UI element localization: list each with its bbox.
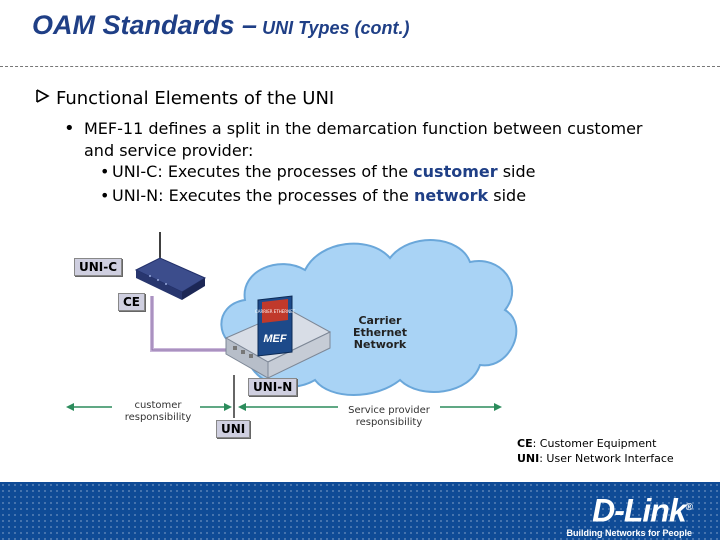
dlink-logo: D-Link® Building Networks for People (566, 492, 693, 539)
badge-text: CARRIER ETHERNET (255, 309, 296, 314)
uni-n-highlight: network (413, 186, 489, 205)
uni-n-text-pre: UNI-N: Executes the processes of the (112, 186, 414, 205)
uni-diagram: CARRIER ETHERNET MEF (66, 232, 518, 418)
title-main: OAM Standards – (32, 10, 258, 40)
legend-ce-def: : Customer Equipment (532, 437, 657, 450)
bullet-level-1-text: Functional Elements of the UNI (56, 88, 335, 109)
bullet-dot-icon: • (100, 186, 110, 205)
uni-c-label: UNI-C (74, 258, 123, 276)
uni-c-highlight: customer (413, 162, 498, 181)
customer-responsibility-arrow (66, 403, 232, 411)
registered-mark: ® (685, 502, 693, 513)
cloud-label-line-1: Carrier (358, 314, 402, 327)
customer-responsibility-line-2: responsibility (124, 412, 192, 423)
cloud-label: Carrier Ethernet Network (340, 315, 420, 351)
uni-label: UNI (216, 420, 251, 438)
customer-responsibility-line-1: customer (134, 400, 182, 411)
uni-c-text-pre: UNI-C: Executes the processes of the (112, 162, 414, 181)
cloud-label-line-2: Ethernet (352, 326, 408, 339)
mef-certified-badge-icon: CARRIER ETHERNET MEF (255, 295, 296, 357)
legend-uni-def: : User Network Interface (539, 452, 674, 465)
ce-router-icon (134, 257, 207, 300)
bullet-level-1: Functional Elements of the UNI (36, 88, 334, 109)
slide-title: OAM Standards – UNI Types (cont.) (32, 10, 409, 50)
logo-tagline: Building Networks for People (566, 527, 692, 538)
bullet-dot-icon: • (100, 162, 110, 181)
provider-responsibility-arrow (238, 403, 502, 411)
legend-ce-key: CE (517, 437, 533, 450)
cloud-label-line-3: Network (353, 338, 407, 351)
legend-uni: UNI: User Network Interface (517, 451, 674, 466)
bullet-level-2-text: MEF-11 defines a split in the demarcatio… (84, 119, 643, 160)
logo-name: D-Link (592, 492, 687, 529)
title-subtitle: UNI Types (cont.) (262, 18, 410, 38)
provider-responsibility-line-1: Service provider (348, 405, 430, 416)
ce-label: CE (118, 293, 146, 311)
provider-responsibility-line-2: responsibility (355, 417, 423, 428)
arrow-bullet-icon (36, 88, 56, 109)
title-divider (0, 66, 720, 67)
bullet-uni-c: •UNI-C: Executes the processes of the cu… (100, 162, 536, 181)
legend-uni-key: UNI (517, 452, 540, 465)
bullet-uni-n: •UNI-N: Executes the processes of the ne… (100, 186, 526, 205)
bullet-dot-icon: • (64, 118, 75, 139)
footer-bar (0, 482, 720, 540)
legend-ce: CE: Customer Equipment (517, 436, 674, 451)
bullet-level-2: • MEF-11 defines a split in the demarcat… (64, 118, 666, 162)
provider-responsibility-label: Service provider responsibility (334, 405, 444, 429)
uni-n-label: UNI-N (248, 378, 298, 396)
mef-logo-text: MEF (263, 333, 287, 345)
footer-pattern (0, 482, 720, 540)
abbreviation-legend: CE: Customer Equipment UNI: User Network… (517, 436, 674, 466)
uni-n-text-post: side (488, 186, 527, 205)
uni-c-text-post: side (497, 162, 536, 181)
customer-responsibility-label: customer responsibility (110, 400, 206, 424)
